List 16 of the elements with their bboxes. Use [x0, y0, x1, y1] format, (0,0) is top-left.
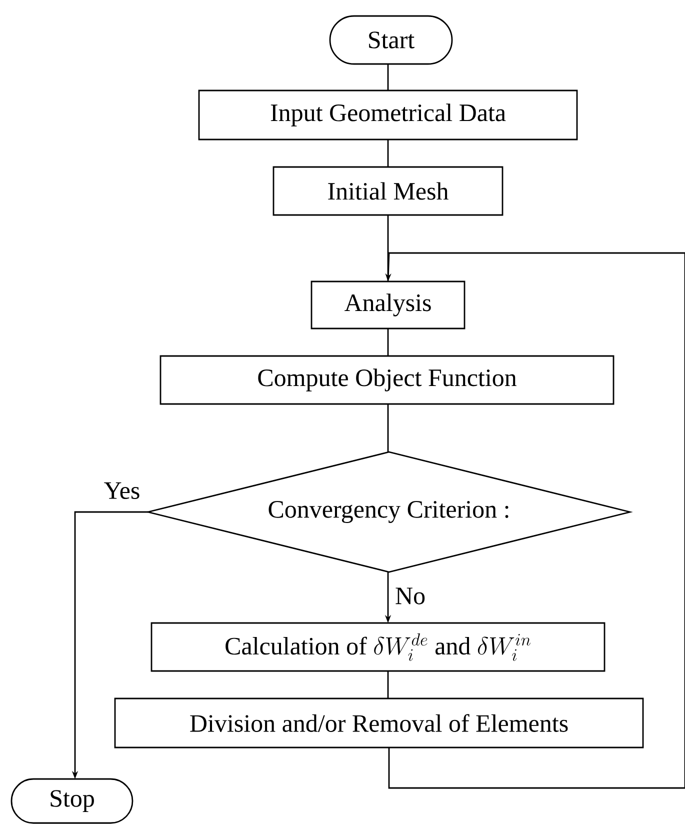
- edge-label: No: [394, 586, 427, 606]
- process-box: $\text{Calculation of }\delta W_i^{de}\text{ and }\delta W_i^{in}$: [150, 622, 606, 672]
- process-box: Initial Mesh: [272, 166, 504, 216]
- connector-line: [387, 328, 389, 356]
- process-box: Input Geometrical Data: [198, 90, 578, 140]
- process-box: Compute Object Function: [160, 355, 614, 405]
- connector-line: [387, 64, 389, 90]
- connector-line: [387, 404, 389, 452]
- connector-line: [387, 140, 389, 167]
- connector-line: [387, 671, 389, 698]
- start-terminal: Start: [329, 15, 453, 65]
- connector-line: [387, 215, 389, 282]
- process-box: Division and/or Removal of Elements: [114, 698, 644, 748]
- stop-terminal: Stop: [10, 778, 134, 824]
- edge-label: Yes: [102, 481, 142, 500]
- process-box: Analysis: [310, 280, 466, 330]
